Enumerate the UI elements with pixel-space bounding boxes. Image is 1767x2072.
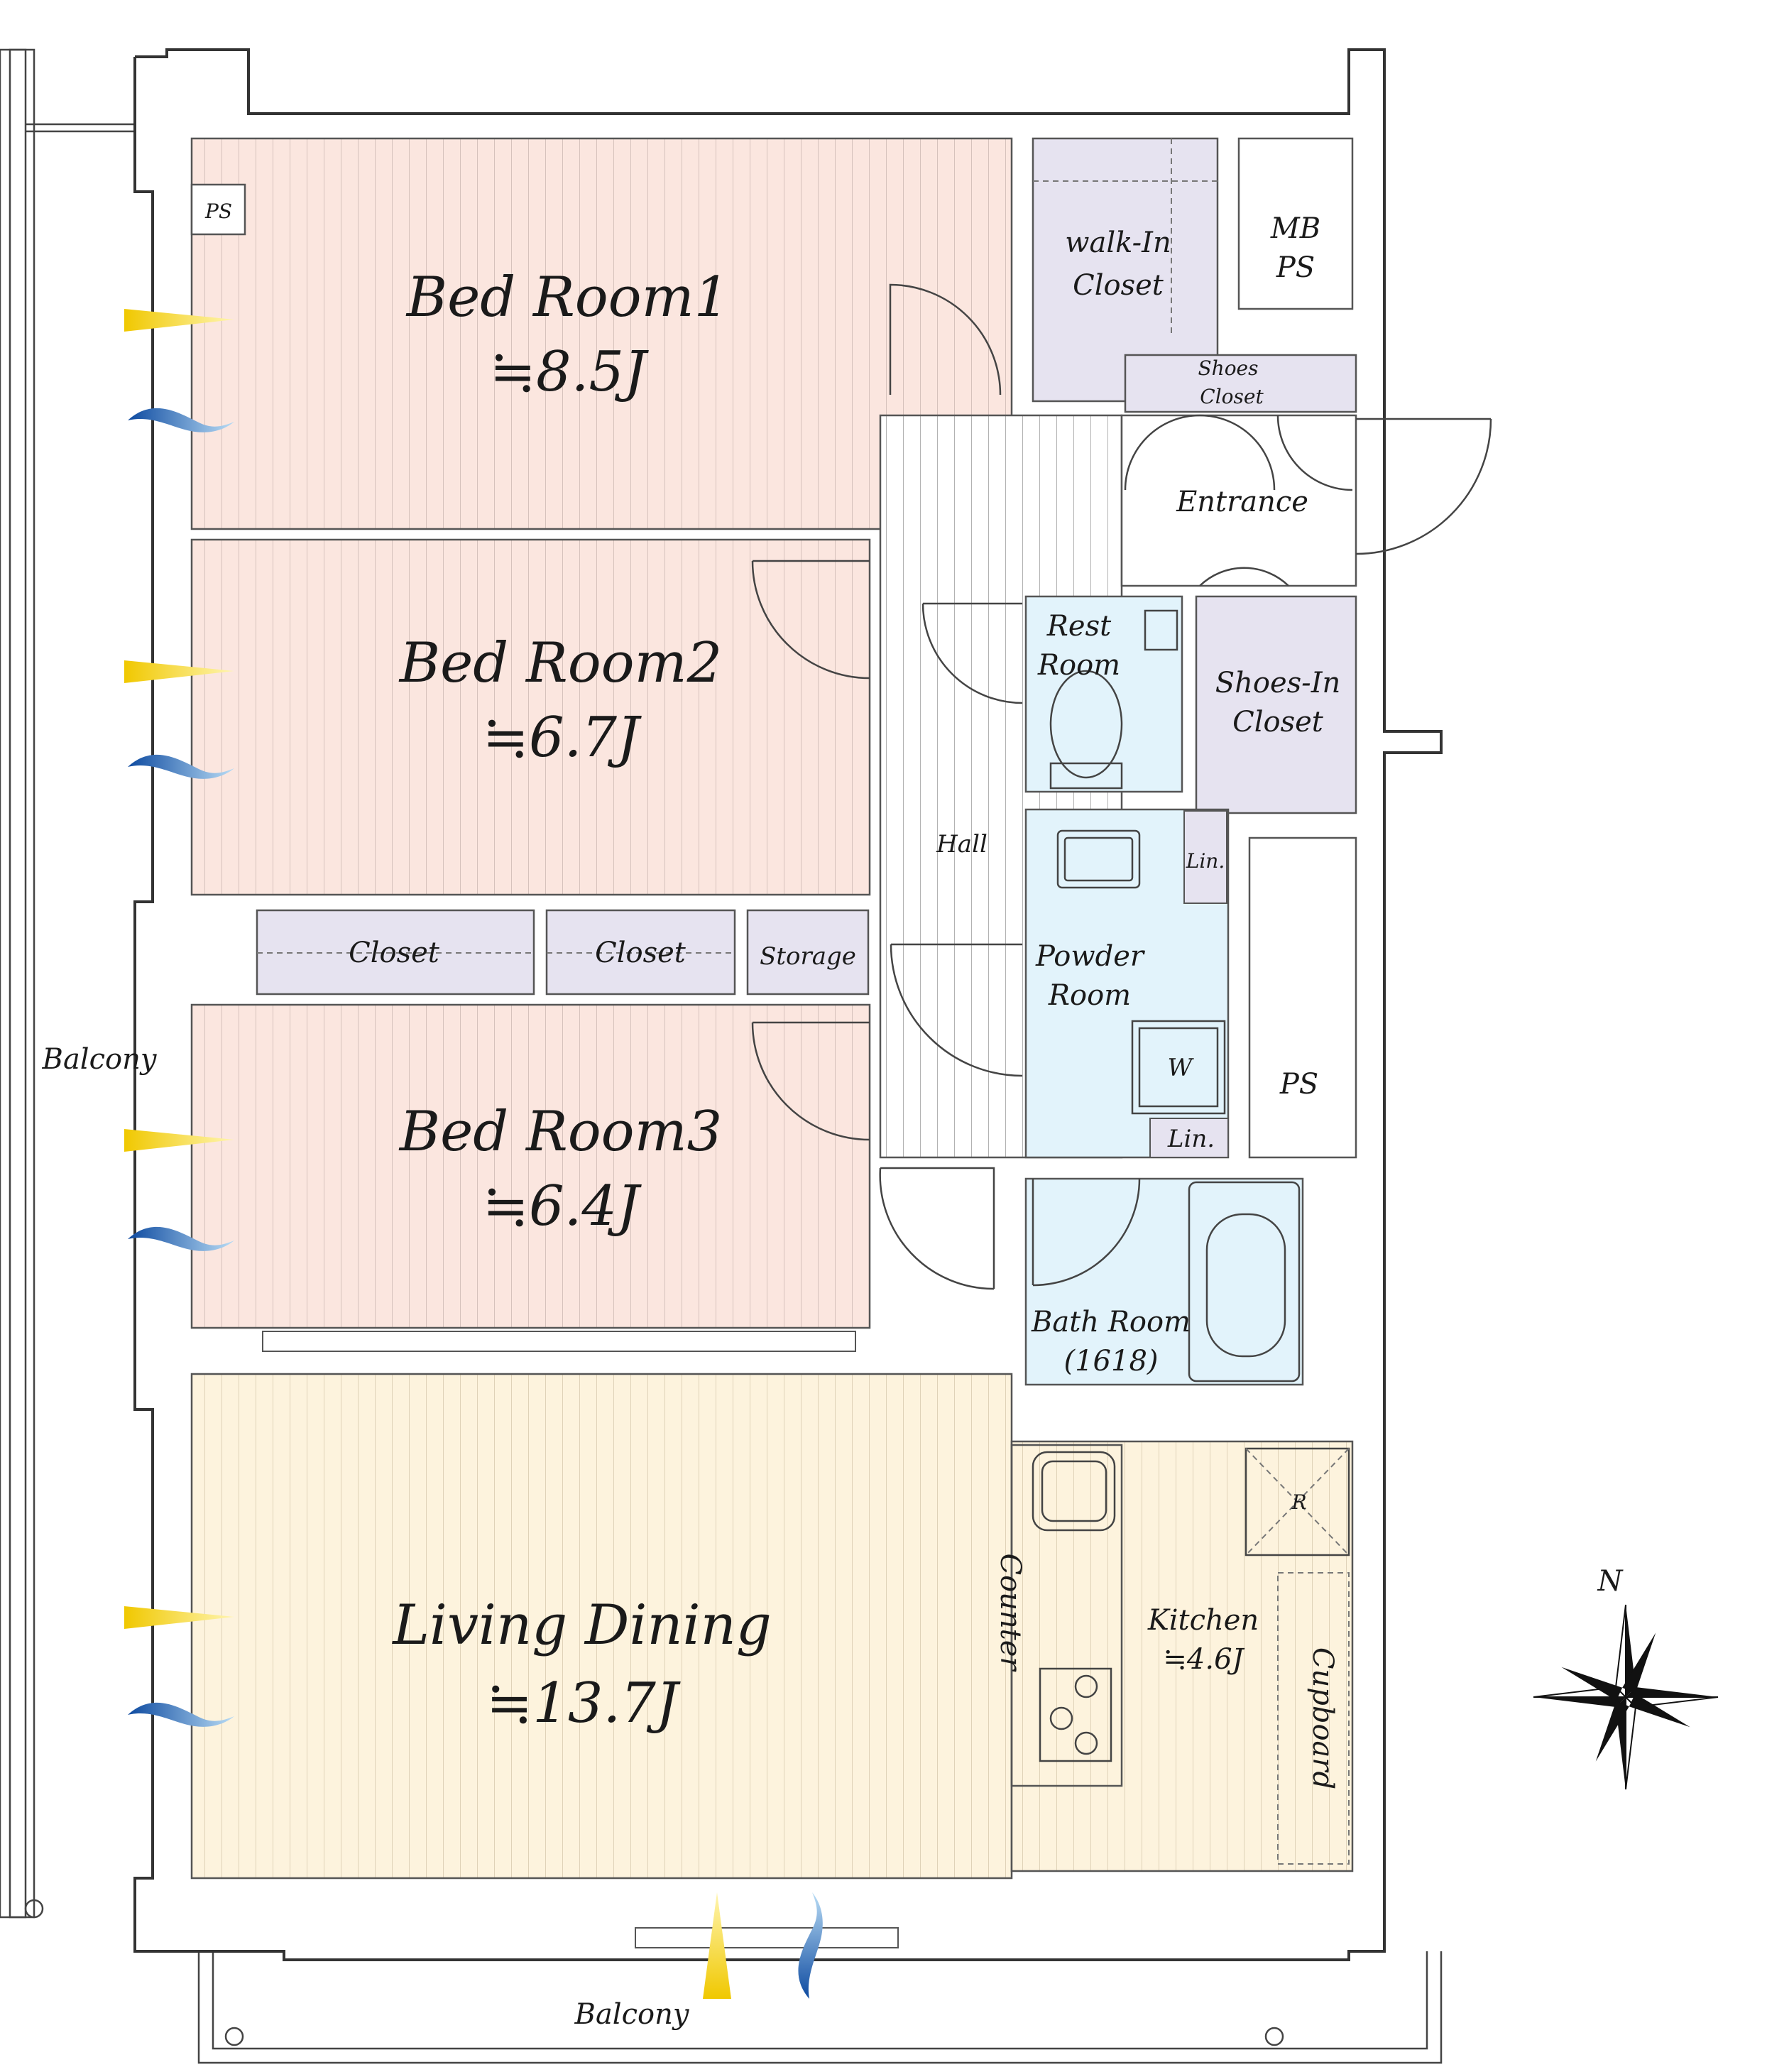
bedroom3-name: Bed Room3 xyxy=(398,1100,722,1164)
rest-room xyxy=(1024,595,1183,793)
bedroom3-floor xyxy=(190,1003,871,1329)
linen-top xyxy=(1183,810,1227,904)
bedroom1-floor xyxy=(190,137,1013,530)
powder-line1: Powder xyxy=(1035,940,1146,973)
shoes-line1: Shoes xyxy=(1198,356,1258,380)
ps-top-label: PS xyxy=(204,200,232,223)
counter-label: Counter xyxy=(994,1553,1027,1672)
rest-line1: Rest xyxy=(1046,610,1112,643)
shoes-in-line1: Shoes-In xyxy=(1215,667,1341,699)
balcony-west-outline xyxy=(0,48,135,1919)
ps-top-box xyxy=(190,183,246,236)
bath-name: Bath Room xyxy=(1031,1306,1191,1338)
living-floor xyxy=(190,1373,1013,1880)
storage xyxy=(746,909,870,996)
kitchen-floor xyxy=(1010,1440,1354,1872)
cupboard-label: Cupboard xyxy=(1306,1647,1339,1789)
bedroom1-size: ≒8.5J xyxy=(490,340,649,404)
balcony-west-label: Balcony xyxy=(42,1043,158,1076)
living-south-window xyxy=(635,1927,899,1948)
kitchen-name: Kitchen xyxy=(1147,1604,1259,1637)
compass-rose-icon xyxy=(1533,1604,1719,1790)
cupboard xyxy=(1277,1572,1350,1865)
shoes-line2: Closet xyxy=(1200,385,1264,408)
bedroom3-size: ≒6.4J xyxy=(483,1174,642,1238)
living-size: ≒13.7J xyxy=(486,1672,681,1735)
linen-top-label: Lin. xyxy=(1186,849,1225,873)
closet-a-label: Closet xyxy=(349,937,440,969)
fridge-label: R xyxy=(1291,1490,1306,1514)
washer-label: W xyxy=(1168,1054,1195,1082)
ps-right-box xyxy=(1248,836,1357,1159)
linen-bottom-label: Lin. xyxy=(1167,1125,1215,1153)
bath-room xyxy=(1024,1177,1304,1386)
walkin-line2: Closet xyxy=(1073,269,1164,302)
north-label: N xyxy=(1597,1565,1624,1598)
balcony-south-label: Balcony xyxy=(574,1998,690,2031)
stove-icon xyxy=(1039,1667,1112,1762)
living-name: Living Dining xyxy=(391,1593,772,1657)
entrance-label: Entrance xyxy=(1176,486,1308,518)
bedroom2-name: Bed Room2 xyxy=(398,631,722,695)
bedroom2-size: ≒6.7J xyxy=(483,706,642,770)
balcony-south-outline xyxy=(197,1951,1443,2064)
toilet-icon xyxy=(1049,609,1178,790)
shoes-closet xyxy=(1124,354,1357,413)
counter xyxy=(1010,1444,1123,1787)
mbps-box xyxy=(1237,137,1354,310)
ps-right-label: PS xyxy=(1279,1068,1318,1101)
mbps-line2: PS xyxy=(1276,251,1315,284)
bath-size: (1618) xyxy=(1063,1345,1158,1378)
shoes-in-closet xyxy=(1195,595,1357,814)
hall-label: Hall xyxy=(936,830,988,858)
sink-kitchen-icon xyxy=(1032,1451,1116,1532)
bathtub-icon xyxy=(1188,1181,1301,1383)
storage-label: Storage xyxy=(760,942,856,971)
closet-b-label: Closet xyxy=(595,937,686,969)
sink-icon xyxy=(1056,829,1141,889)
door-swing-icon xyxy=(751,283,1492,1290)
shoes-in-line2: Closet xyxy=(1232,706,1324,738)
sliding-partition xyxy=(262,1331,856,1352)
entrance-floor xyxy=(1120,414,1357,587)
wind-flow-icon xyxy=(128,408,823,1999)
washer-icon xyxy=(1131,1020,1226,1115)
mbps-line1: MB xyxy=(1270,212,1320,245)
bedroom1-name: Bed Room1 xyxy=(405,266,729,329)
fridge-icon xyxy=(1244,1447,1350,1556)
walkin-line1: walk-In xyxy=(1065,227,1171,259)
powder-line2: Room xyxy=(1048,979,1131,1012)
kitchen-size: ≒4.6J xyxy=(1163,1643,1244,1676)
sun-ray-icon xyxy=(124,309,731,1999)
outer-wall xyxy=(133,48,1443,1961)
linen-bottom xyxy=(1149,1118,1229,1158)
bedroom2-floor xyxy=(190,538,871,896)
rest-line2: Room xyxy=(1037,649,1120,682)
